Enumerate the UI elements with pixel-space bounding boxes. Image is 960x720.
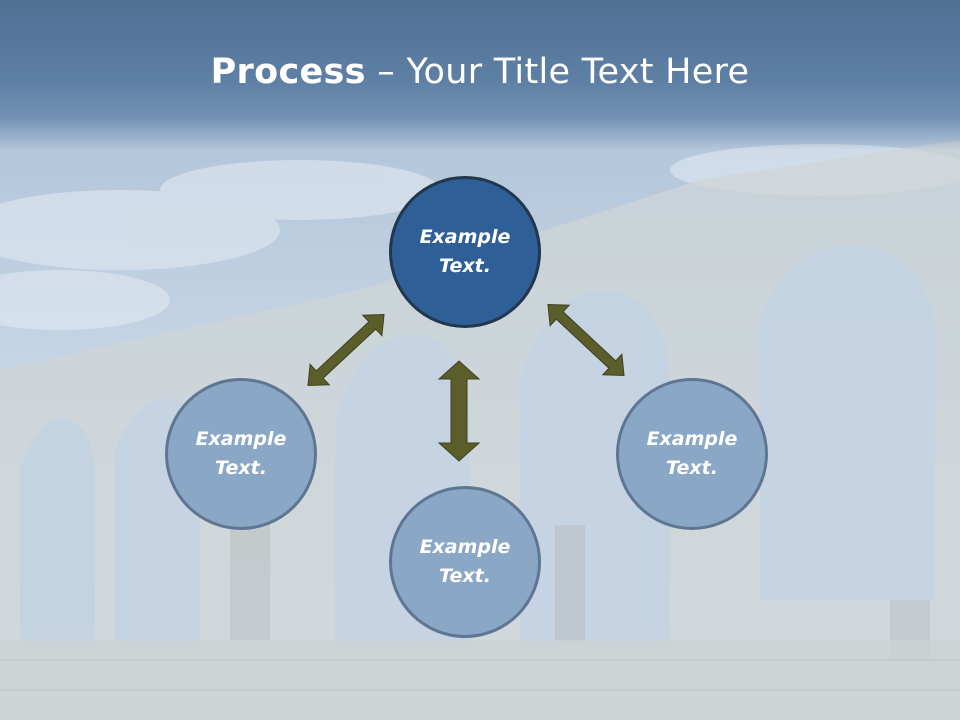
process-node-right[interactable]: Example Text. [616,378,768,530]
title-bold: Process [210,52,366,92]
slide-title: Process – Your Title Text Here [0,52,960,92]
arrow-vertical [437,360,481,462]
node-label: Example Text. [419,536,511,587]
process-node-top[interactable]: Example Text. [389,176,541,328]
title-rest: – Your Title Text Here [365,52,750,92]
node-label: Example Text. [195,428,287,479]
node-label: Example Text. [419,226,511,277]
process-node-left[interactable]: Example Text. [165,378,317,530]
process-node-bottom[interactable]: Example Text. [389,486,541,638]
arrow-top-right [547,304,625,376]
node-label: Example Text. [646,428,738,479]
title-band [0,0,960,150]
arrow-top-left [307,314,385,386]
